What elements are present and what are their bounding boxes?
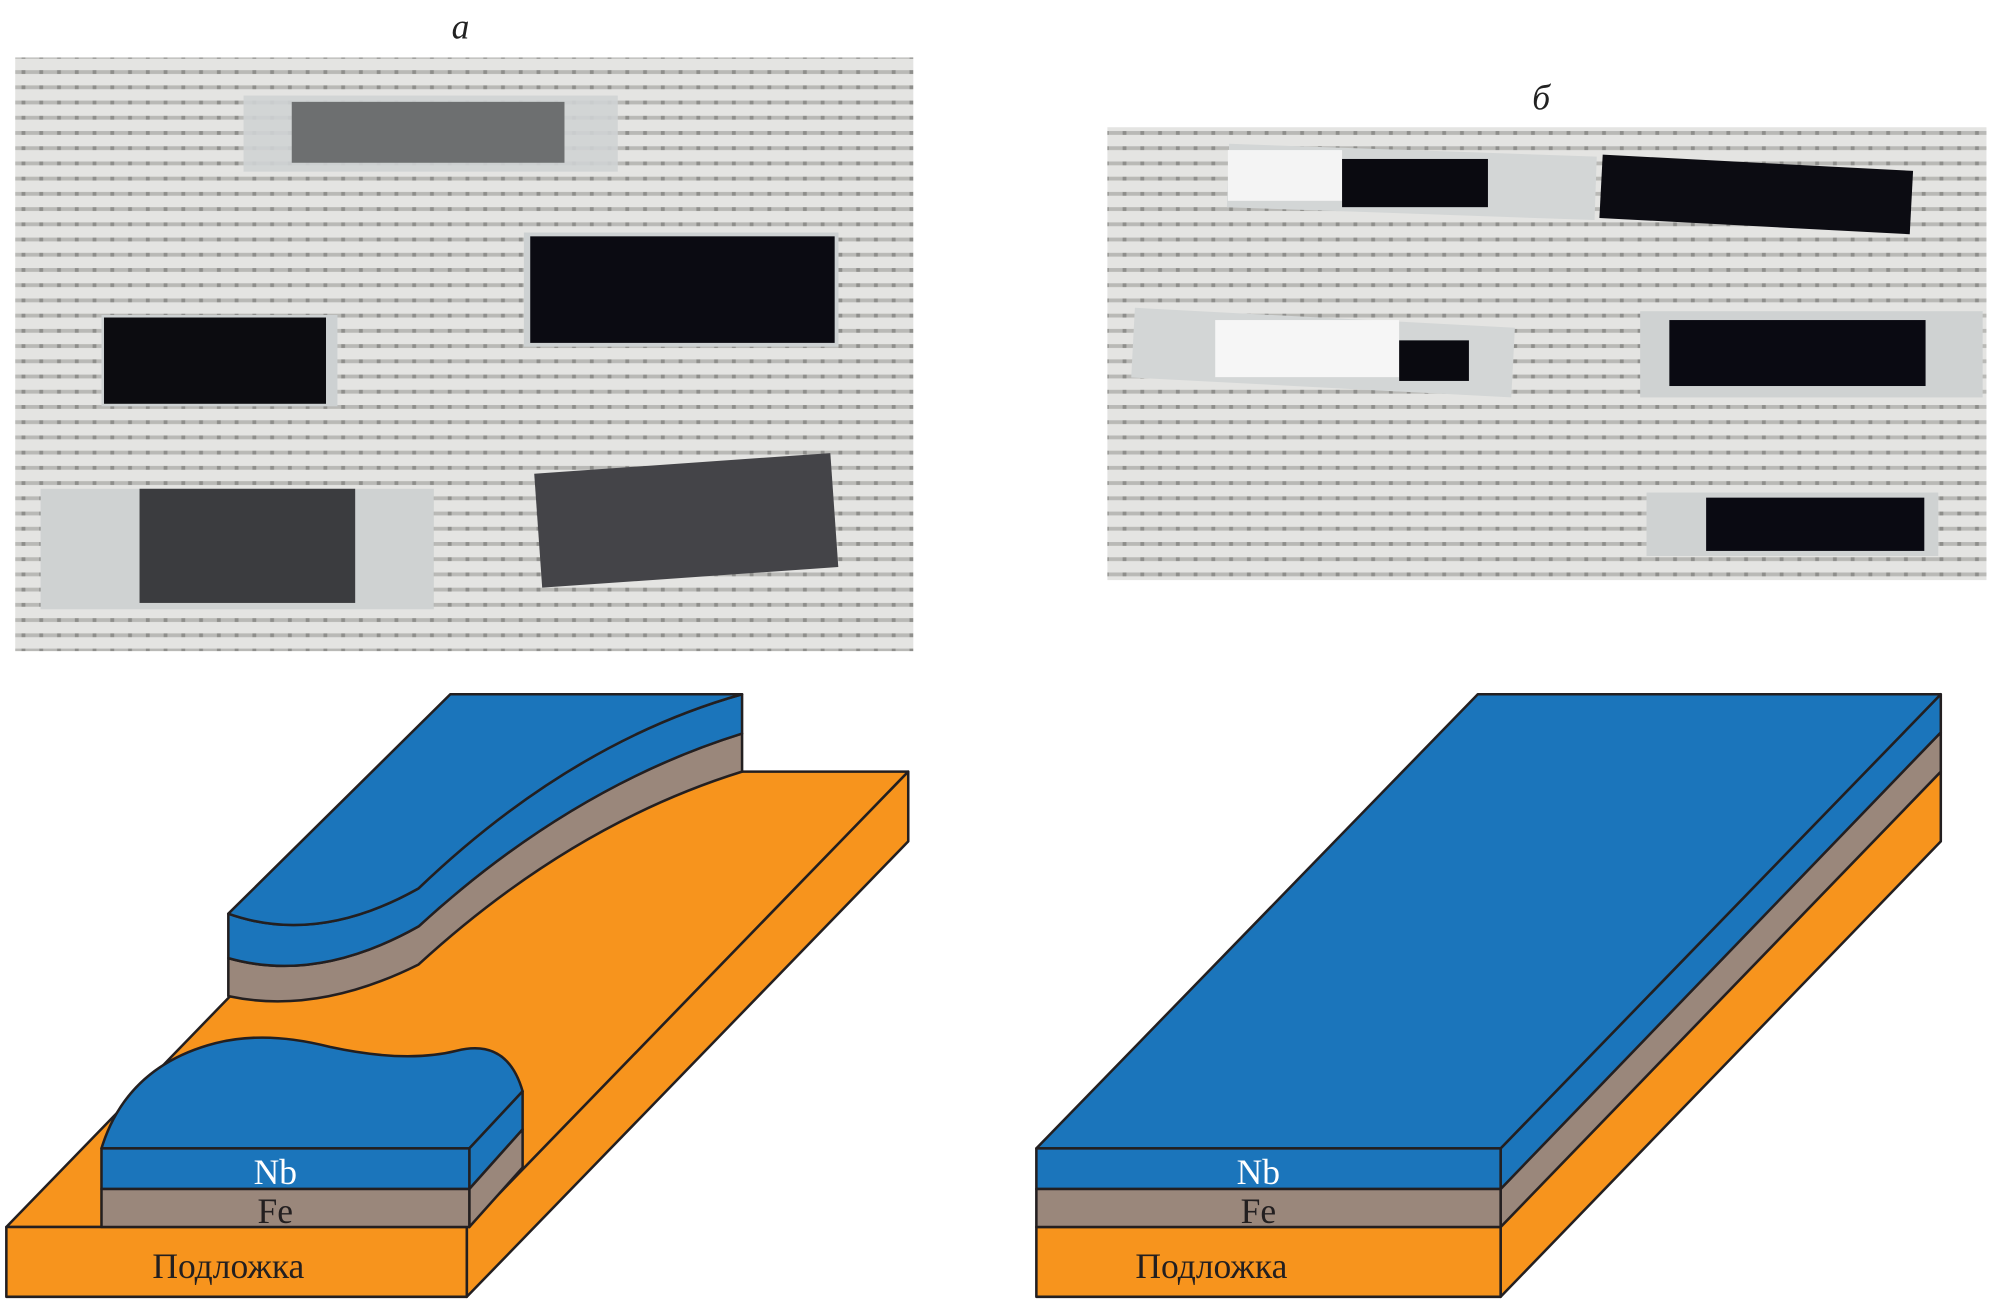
fe-label: Fe (258, 1191, 294, 1231)
substrate-front (5, 1225, 469, 1299)
nb-layer-upper-top (227, 692, 744, 927)
panel-label-b: б (1532, 77, 1551, 117)
diagram-a: Nb Fe Подложка (5, 692, 910, 1299)
substrate-label: Подложка (152, 1246, 304, 1286)
fe-label: Fe (1241, 1191, 1277, 1231)
nb-layer-lower-top (100, 1036, 524, 1150)
substrate-label: Подложка (1135, 1246, 1287, 1286)
substrate-front (1035, 1225, 1502, 1299)
nb-label: Nb (1237, 1152, 1280, 1192)
photo-b (1107, 127, 1987, 581)
fe-layer-front (100, 1187, 471, 1229)
nb-layer-front (100, 1147, 471, 1191)
panel-label-a: а (452, 6, 470, 46)
nb-label: Nb (254, 1152, 297, 1192)
diagram-b: Nb Fe Подложка (1035, 692, 1943, 1299)
fe-layer-front (1035, 1187, 1502, 1229)
photo-a (15, 57, 914, 652)
